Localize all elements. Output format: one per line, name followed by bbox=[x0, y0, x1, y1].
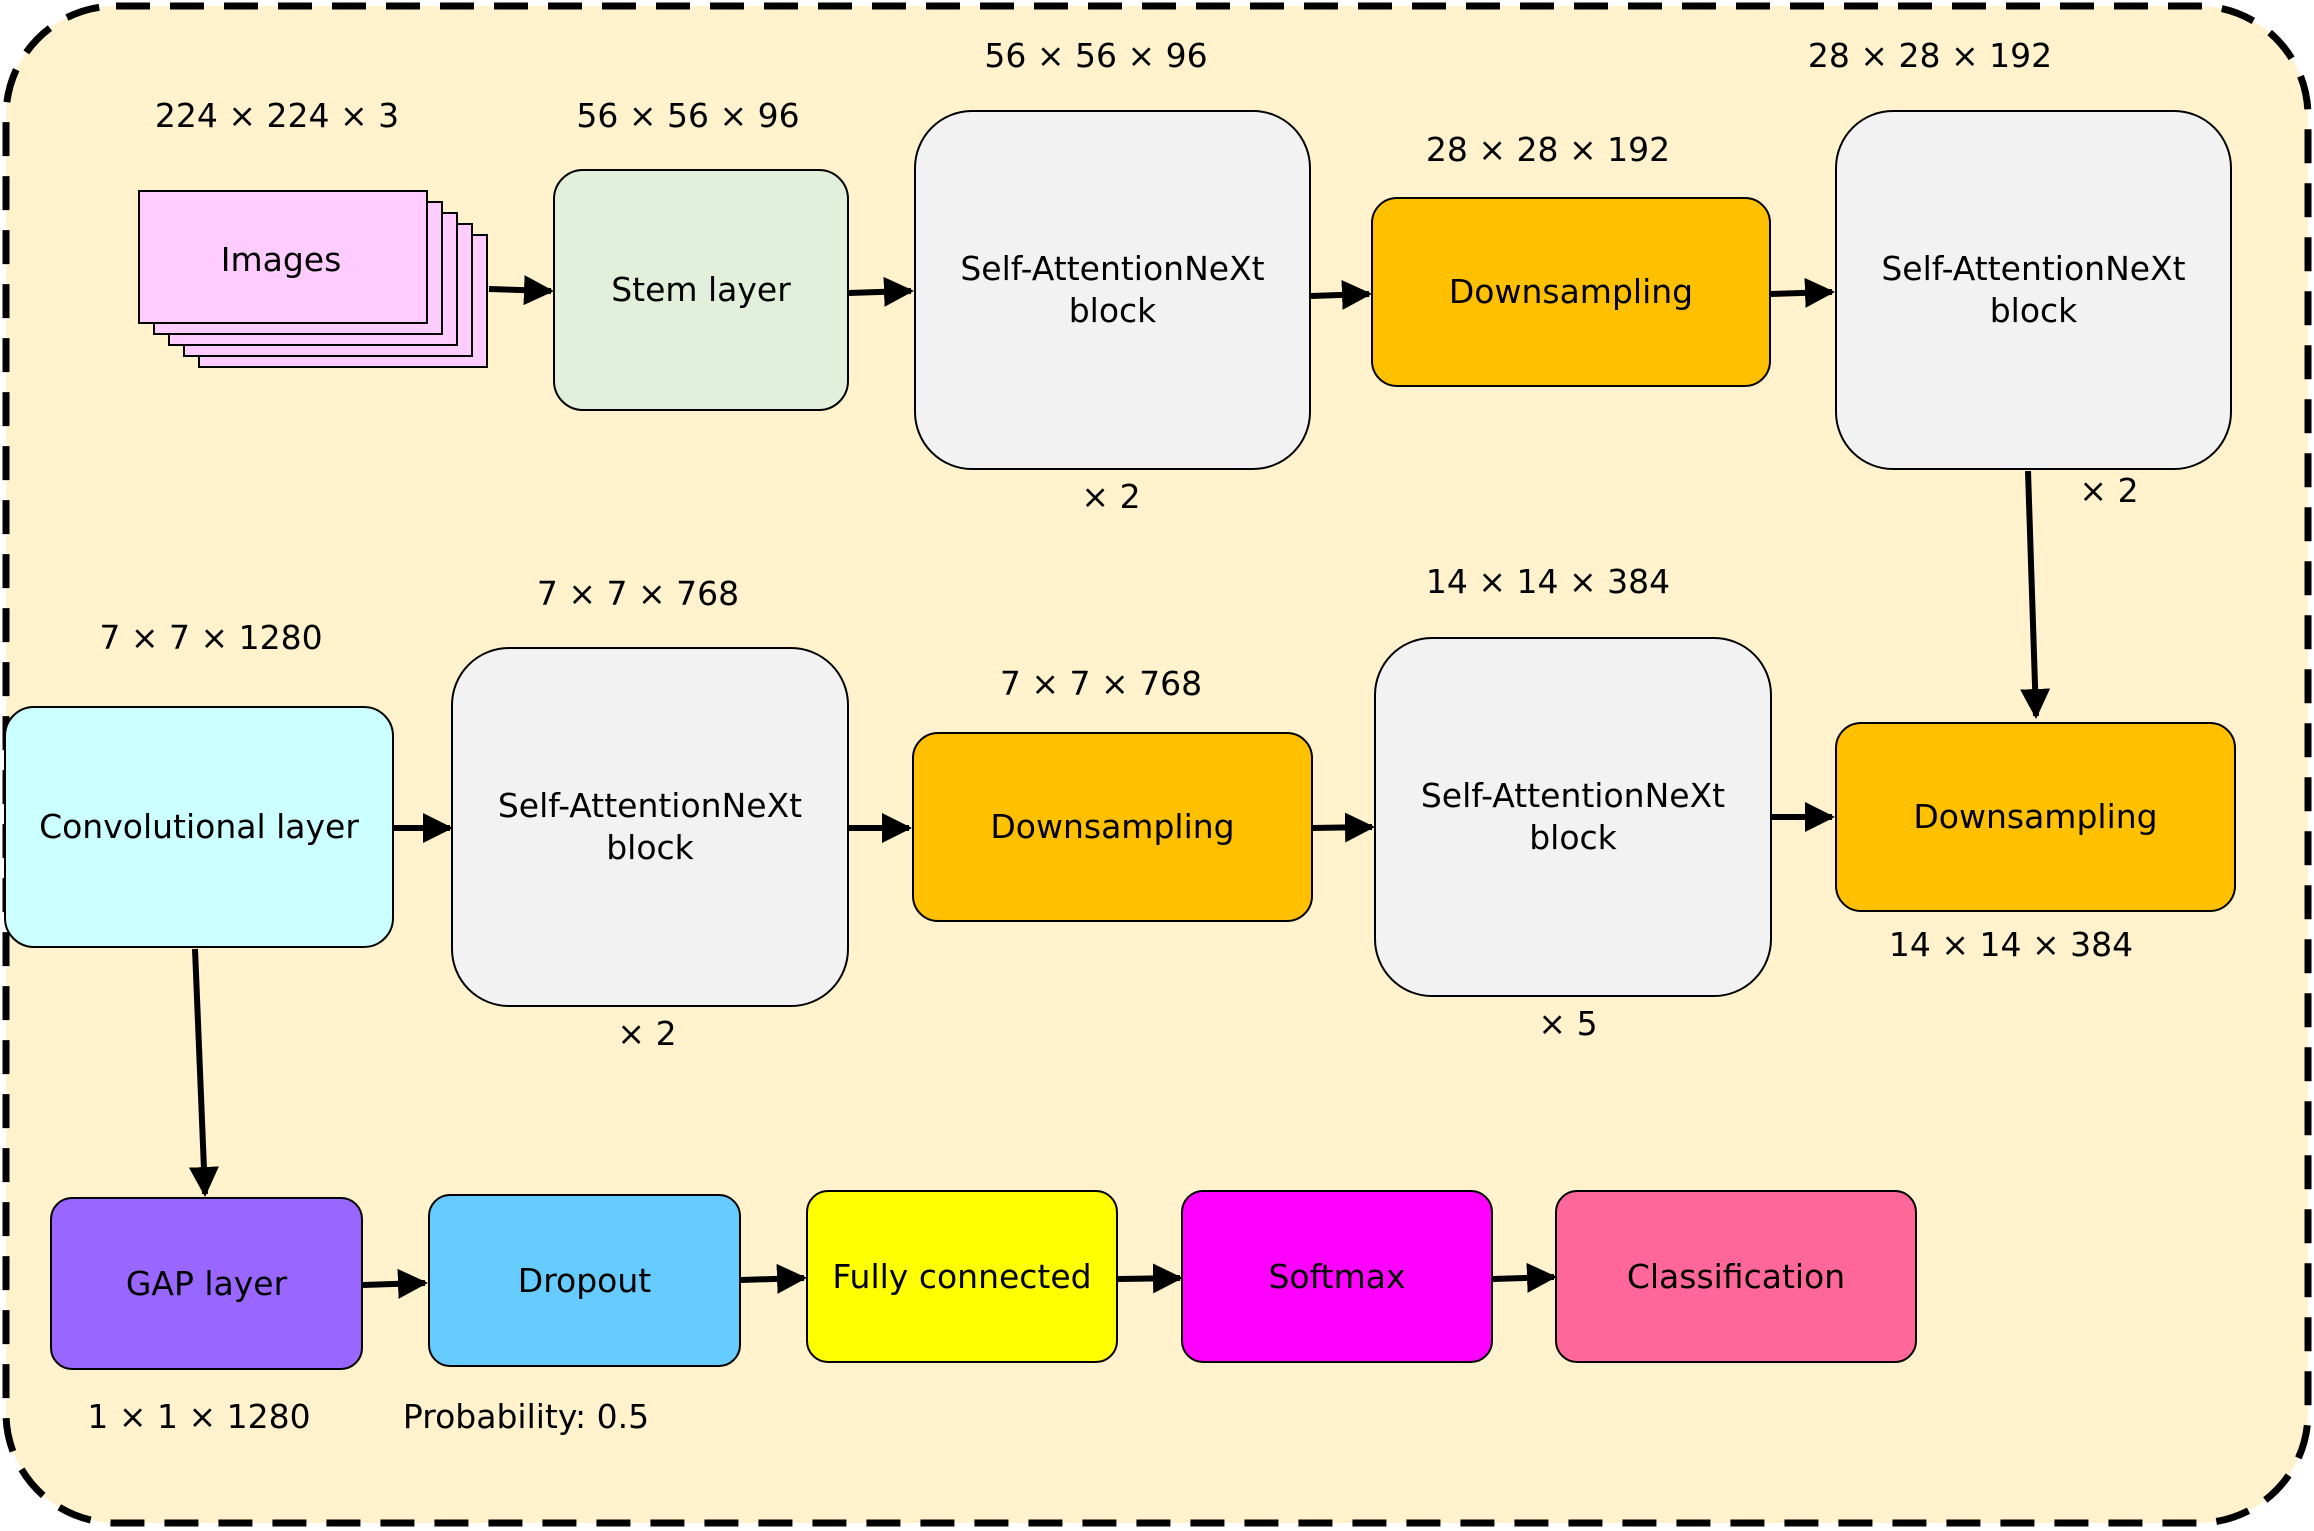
convolutional-layer-node: Convolutional layer bbox=[4, 706, 394, 948]
block3-repeat-label: × 5 bbox=[1538, 1004, 1598, 1043]
block1-dim-label: 56 × 56 × 96 bbox=[984, 36, 1208, 75]
stem-layer-node: Stem layer bbox=[553, 169, 849, 411]
softmax-node: Softmax bbox=[1181, 1190, 1493, 1363]
arrow-stem-to-block1 bbox=[848, 276, 914, 307]
images-dim-label: 224 × 224 × 3 bbox=[154, 96, 400, 135]
down1-dim-label: 28 × 28 × 192 bbox=[1425, 130, 1671, 169]
block4-repeat-label: × 2 bbox=[617, 1014, 677, 1053]
downsampling-node-2: Downsampling bbox=[1835, 722, 2236, 912]
arrow-down1-to-block2 bbox=[1769, 277, 1835, 308]
arrow-gap-to-dropout bbox=[362, 1268, 428, 1299]
arrow-block2-to-down2 bbox=[2020, 470, 2051, 719]
block3-dim-label: 14 × 14 × 384 bbox=[1425, 562, 1671, 601]
fully-connected-node: Fully connected bbox=[806, 1190, 1118, 1363]
dropout-node: Dropout bbox=[428, 1194, 741, 1367]
classification-node: Classification bbox=[1555, 1190, 1917, 1363]
block2-dim-label: 28 × 28 × 192 bbox=[1807, 36, 2053, 75]
arrow-block1-to-down1 bbox=[1310, 279, 1372, 310]
self-attention-block-4: Self-AttentionNeXt block bbox=[451, 647, 849, 1007]
arrow-fc-to-softmax bbox=[1117, 1263, 1183, 1294]
image-sheet-1 bbox=[138, 190, 428, 324]
arrow-softmax-to-classification bbox=[1492, 1262, 1557, 1293]
dropout-probability-label: Probability: 0.5 bbox=[402, 1397, 650, 1436]
conv-dim-label: 7 × 7 × 1280 bbox=[99, 618, 323, 657]
gap-layer-node: GAP layer bbox=[50, 1197, 363, 1370]
gap-dim-label: 1 × 1 × 1280 bbox=[87, 1397, 311, 1436]
arrow-conv-to-gap bbox=[188, 948, 219, 1197]
self-attention-block-1: Self-AttentionNeXt block bbox=[914, 110, 1311, 470]
arrow-dropout-to-fc bbox=[740, 1263, 807, 1294]
self-attention-block-3: Self-AttentionNeXt block bbox=[1374, 637, 1772, 997]
arrow-down3-to-block3 bbox=[1311, 812, 1375, 843]
block1-repeat-label: × 2 bbox=[1081, 477, 1141, 516]
block2-repeat-label: × 2 bbox=[2079, 471, 2139, 510]
down3-dim-label: 7 × 7 × 768 bbox=[999, 664, 1203, 703]
downsampling-node-1: Downsampling bbox=[1371, 197, 1771, 387]
downsampling-node-3: Downsampling bbox=[912, 732, 1313, 922]
arrow-images-to-stem bbox=[488, 275, 554, 306]
self-attention-block-2: Self-AttentionNeXt block bbox=[1835, 110, 2232, 470]
stem-dim-label: 56 × 56 × 96 bbox=[576, 96, 800, 135]
block4-dim-label: 7 × 7 × 768 bbox=[536, 574, 740, 613]
images-node: Images bbox=[220, 240, 342, 279]
down2-dim-label: 14 × 14 × 384 bbox=[1888, 925, 2134, 964]
